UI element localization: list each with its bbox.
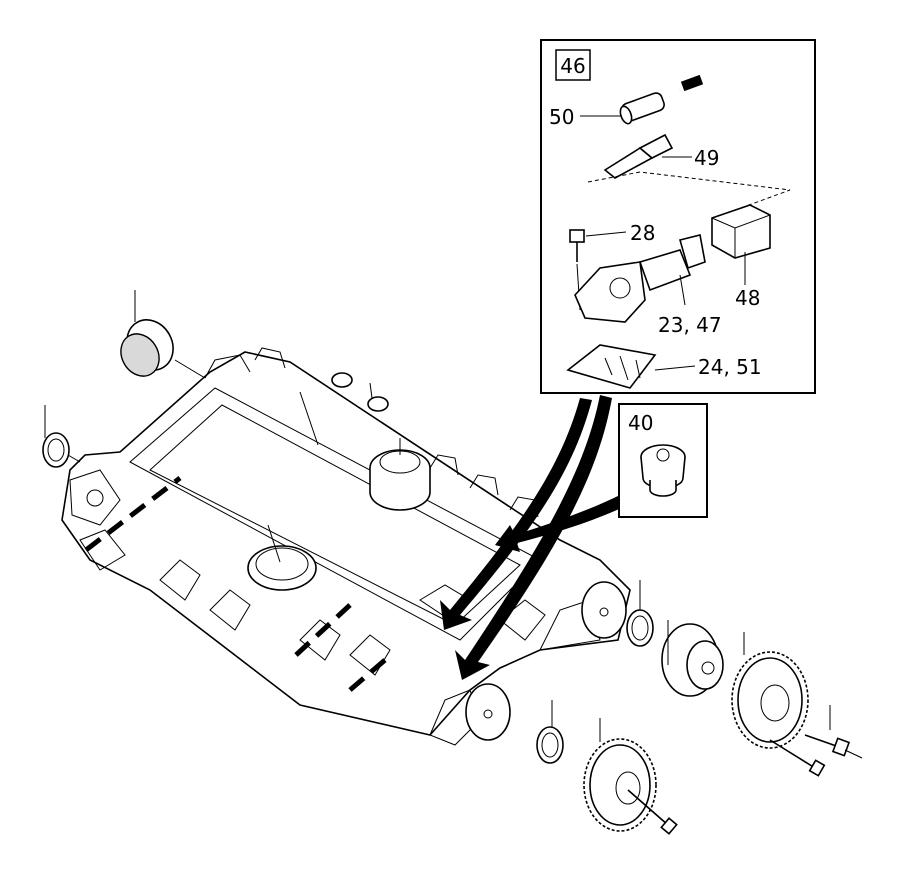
callout-sensor-plug: 49 <box>694 146 719 170</box>
seal-ring-lower <box>536 700 564 764</box>
gear-bolts <box>627 705 863 835</box>
cut-lines <box>84 476 387 692</box>
vvt-hub <box>661 620 724 697</box>
timing-gear-lower <box>583 718 657 832</box>
callout-bolt: 28 <box>630 221 655 245</box>
left-seal-ring <box>42 405 81 468</box>
seal-ring-right <box>626 580 654 647</box>
inset-number: 46 <box>560 54 585 78</box>
callout-valve: 23, 47 <box>658 313 722 337</box>
inset-plug: 40 <box>618 403 708 518</box>
inset-sensor-assembly: 46 50 49 48 28 23, 47 <box>540 39 816 394</box>
o-rings <box>299 372 389 446</box>
callout-gasket: 24, 51 <box>698 355 762 379</box>
inset-number-box <box>555 49 591 81</box>
callout-hose: 50 <box>549 105 574 129</box>
callout-connector: 48 <box>735 286 760 310</box>
callout-plug: 40 <box>628 411 653 435</box>
timing-gear-upper <box>731 632 809 749</box>
cam-seal-cap <box>120 290 206 379</box>
assembly-arrows <box>440 395 628 680</box>
